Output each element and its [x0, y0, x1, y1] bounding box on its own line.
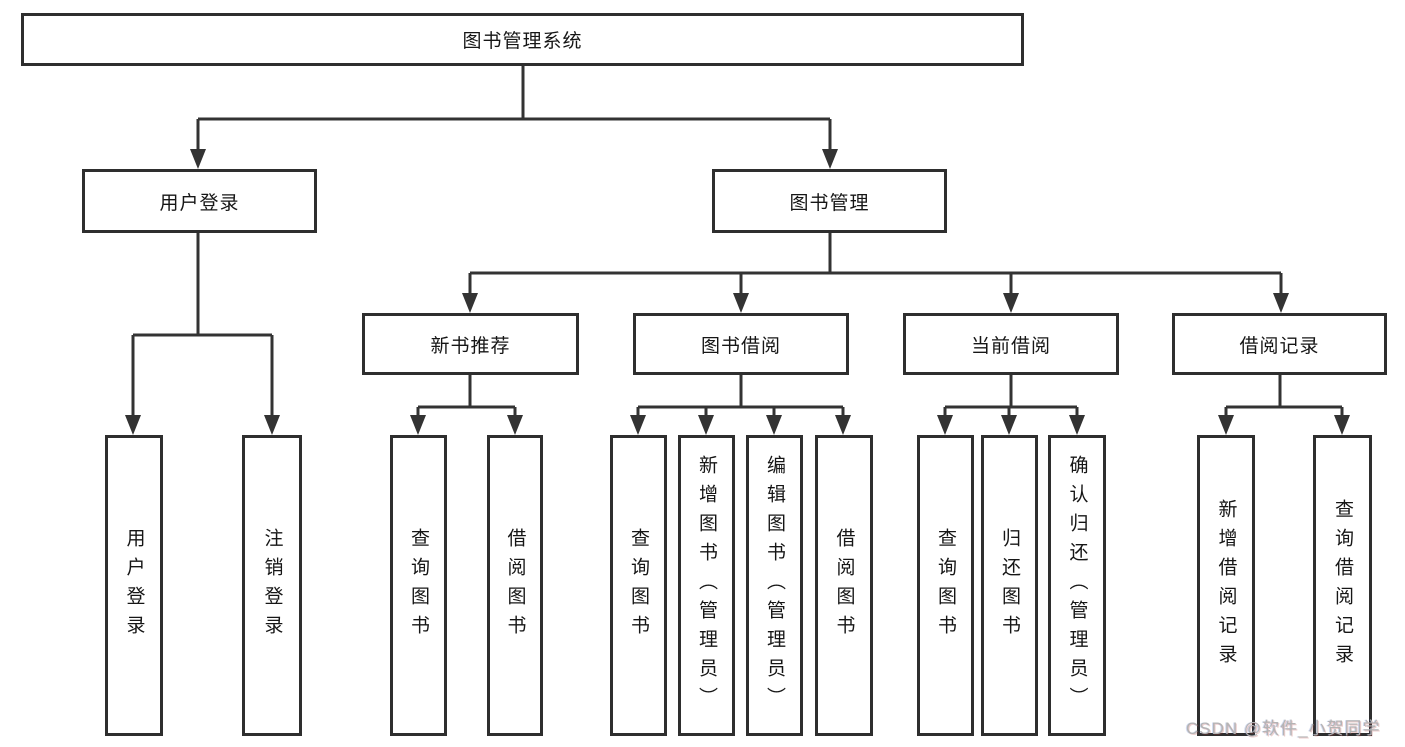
- leaf-label: 新增借阅记录: [1215, 498, 1237, 673]
- leaf-label: 编辑图书（管理员）: [764, 455, 785, 716]
- node-leaf-query-books-2: 查询图书: [610, 435, 667, 736]
- node-leaf-query-borrow-record: 查询借阅记录: [1313, 435, 1372, 736]
- node-leaf-borrow-books-1: 借阅图书: [487, 435, 543, 736]
- leaf-label: 新增图书（管理员）: [696, 455, 717, 716]
- node-leaf-add-books-admin: 新增图书（管理员）: [678, 435, 735, 736]
- node-book-management: 图书管理: [712, 169, 947, 233]
- node-leaf-add-borrow-record: 新增借阅记录: [1197, 435, 1255, 736]
- node-leaf-return-books: 归还图书: [981, 435, 1038, 736]
- node-leaf-logout: 注销登录: [242, 435, 302, 736]
- node-borrow-records: 借阅记录: [1172, 313, 1387, 375]
- leaf-label: 查询图书: [408, 527, 429, 644]
- leaf-label: 查询借阅记录: [1332, 498, 1353, 673]
- node-borrow-records-label: 借阅记录: [1239, 335, 1320, 357]
- node-book-borrow: 图书借阅: [633, 313, 849, 375]
- node-book-management-label: 图书管理: [789, 192, 870, 214]
- leaf-label: 用户登录: [123, 527, 145, 644]
- node-book-borrow-label: 图书借阅: [700, 335, 781, 357]
- csdn-watermark: CSDN @软件_小贺同学: [1186, 719, 1381, 738]
- leaf-label: 注销登录: [261, 527, 283, 644]
- leaf-label: 查询图书: [628, 527, 649, 644]
- node-leaf-query-books-3: 查询图书: [917, 435, 974, 736]
- leaf-label: 借阅图书: [833, 527, 855, 644]
- leaf-label: 借阅图书: [504, 527, 526, 644]
- node-user-login: 用户登录: [82, 169, 317, 233]
- node-leaf-edit-books-admin: 编辑图书（管理员）: [746, 435, 803, 736]
- node-leaf-query-books-1: 查询图书: [390, 435, 447, 736]
- leaf-label: 确认归还（管理员）: [1066, 455, 1088, 716]
- leaf-label: 归还图书: [999, 527, 1020, 644]
- node-root-system-label: 图书管理系统: [462, 31, 583, 52]
- node-user-login-label: 用户登录: [159, 192, 240, 214]
- node-leaf-user-login: 用户登录: [105, 435, 163, 736]
- node-root-system: 图书管理系统: [21, 13, 1024, 66]
- node-leaf-borrow-books-2: 借阅图书: [815, 435, 873, 736]
- node-current-borrow: 当前借阅: [903, 313, 1119, 375]
- leaf-label: 查询图书: [935, 527, 956, 644]
- node-new-book-recommend-label: 新书推荐: [430, 335, 511, 357]
- node-current-borrow-label: 当前借阅: [970, 335, 1051, 357]
- node-new-book-recommend: 新书推荐: [362, 313, 579, 375]
- node-leaf-confirm-return-admin: 确认归还（管理员）: [1048, 435, 1106, 736]
